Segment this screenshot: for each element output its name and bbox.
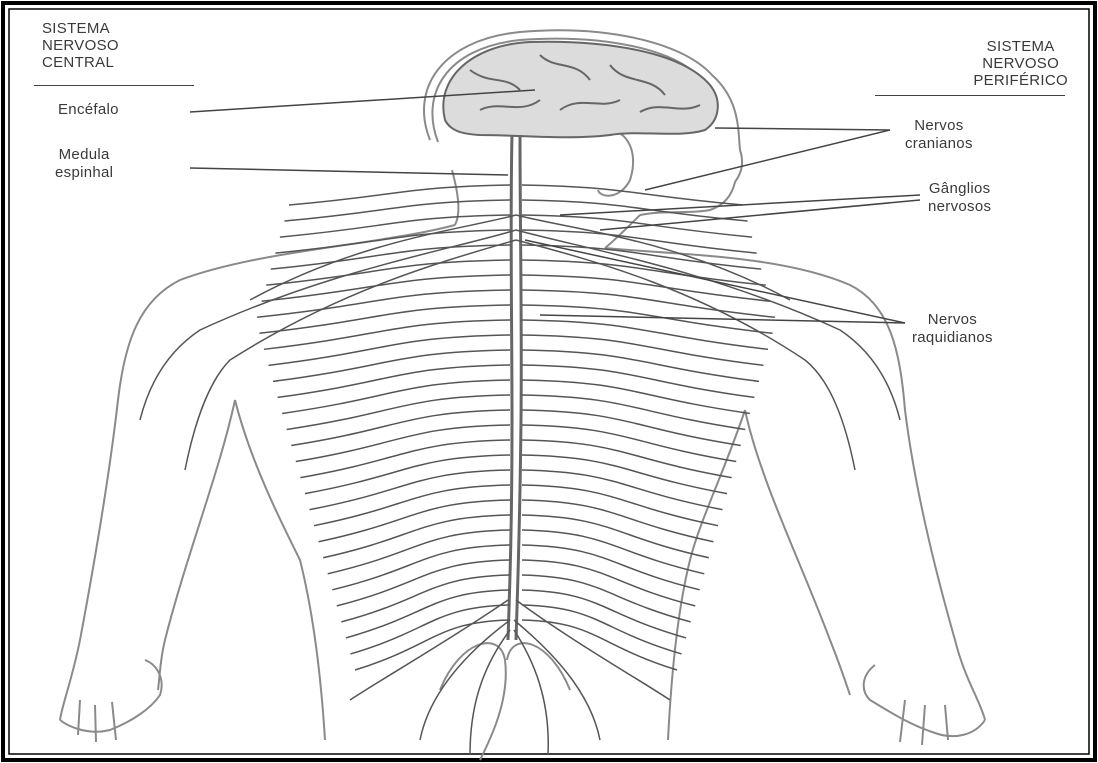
spinal-nerve-branch <box>522 485 718 526</box>
spinal-nerve-branch <box>522 290 775 317</box>
spinal-nerve-branch <box>259 305 510 333</box>
peripheral-header-line-2: NERVOSO <box>973 55 1068 72</box>
peripheral-header-line-3: PERIFÉRICO <box>973 72 1068 89</box>
peripheral-header-rule <box>875 95 1065 96</box>
spinal-nerve-branch <box>522 545 700 590</box>
label-ganglios-line-1: Gânglios <box>928 180 991 198</box>
spinal-nerve-branch <box>305 455 510 494</box>
spinal-nerve-branch <box>346 590 510 638</box>
spinal-nerve-branch <box>309 470 510 510</box>
label-encefalo: Encéfalo <box>58 101 119 119</box>
spinal-nerve-branch <box>332 545 510 590</box>
spinal-nerve-branch <box>522 260 766 285</box>
limb-nerve-branch <box>250 215 516 300</box>
spinal-nerve-branch <box>314 485 510 526</box>
central-header-rule <box>34 85 194 86</box>
spinal-nerve-branch <box>522 185 743 205</box>
spinal-nerve-branch <box>319 500 510 542</box>
spinal-nerve-branch <box>522 320 768 349</box>
label-ganglios-nervosos: Gânglios nervosos <box>928 180 991 216</box>
label-ganglios-line-2: nervosos <box>928 198 991 216</box>
brain <box>443 42 717 137</box>
spinal-nerve-branch <box>262 275 510 301</box>
spinal-nerve-branch <box>522 455 727 494</box>
sacral-nerve-branch <box>514 620 600 740</box>
central-header-line-3: CENTRAL <box>42 54 119 71</box>
peripheral-header-line-1: SISTEMA <box>973 38 1068 55</box>
spinal-nerve-branch <box>522 500 713 542</box>
peripheral-system-header: SISTEMA NERVOSO PERIFÉRICO <box>973 38 1068 89</box>
spinal-nerve-branch <box>522 560 695 606</box>
limb-nerve-branch <box>516 215 790 300</box>
sacral-nerve-branch <box>350 600 508 700</box>
spinal-nerve-branch <box>337 560 510 606</box>
spinal-nerve-branch <box>264 320 510 349</box>
spinal-nerve-branch <box>271 245 510 269</box>
label-medula-line-1: Medula <box>55 146 113 164</box>
spinal-nerve-branch <box>287 395 510 429</box>
label-raquidianos-line-2: raquidianos <box>912 329 993 347</box>
spinal-nerve-branch <box>328 530 510 574</box>
spinal-nerve-branch <box>522 575 691 622</box>
central-header-line-1: SISTEMA <box>42 20 119 37</box>
label-medula-line-2: espinhal <box>55 164 113 182</box>
label-nervos-cranianos: Nervos cranianos <box>905 117 973 153</box>
label-medula-espinhal: Medula espinhal <box>55 146 113 182</box>
label-raquidianos-line-1: Nervos <box>912 311 993 329</box>
label-cranianos-line-1: Nervos <box>905 117 973 135</box>
spinal-nerve-branch <box>522 590 686 638</box>
spinal-nerve-branch <box>323 515 510 558</box>
sacral-nerve-branch <box>514 630 548 755</box>
central-system-header: SISTEMA NERVOSO CENTRAL <box>42 20 119 71</box>
spinal-nerve-branch <box>291 410 510 446</box>
limb-nerve-branch <box>140 230 516 420</box>
spinal-nerve-branch <box>522 410 741 446</box>
spinal-nerve-branch <box>522 395 745 429</box>
spinal-nerve-branch <box>257 290 510 317</box>
spinal-nerve-branch <box>522 515 709 558</box>
label-nervos-raquidianos: Nervos raquidianos <box>912 311 993 347</box>
spinal-nerve-branch <box>289 185 510 205</box>
spinal-nerve-branch <box>284 200 510 221</box>
label-cranianos-line-2: cranianos <box>905 135 973 153</box>
spinal-cord <box>508 135 521 640</box>
spinal-nerve-branch <box>522 530 704 574</box>
central-header-line-2: NERVOSO <box>42 37 119 54</box>
spinal-nerve-branch <box>522 470 723 510</box>
